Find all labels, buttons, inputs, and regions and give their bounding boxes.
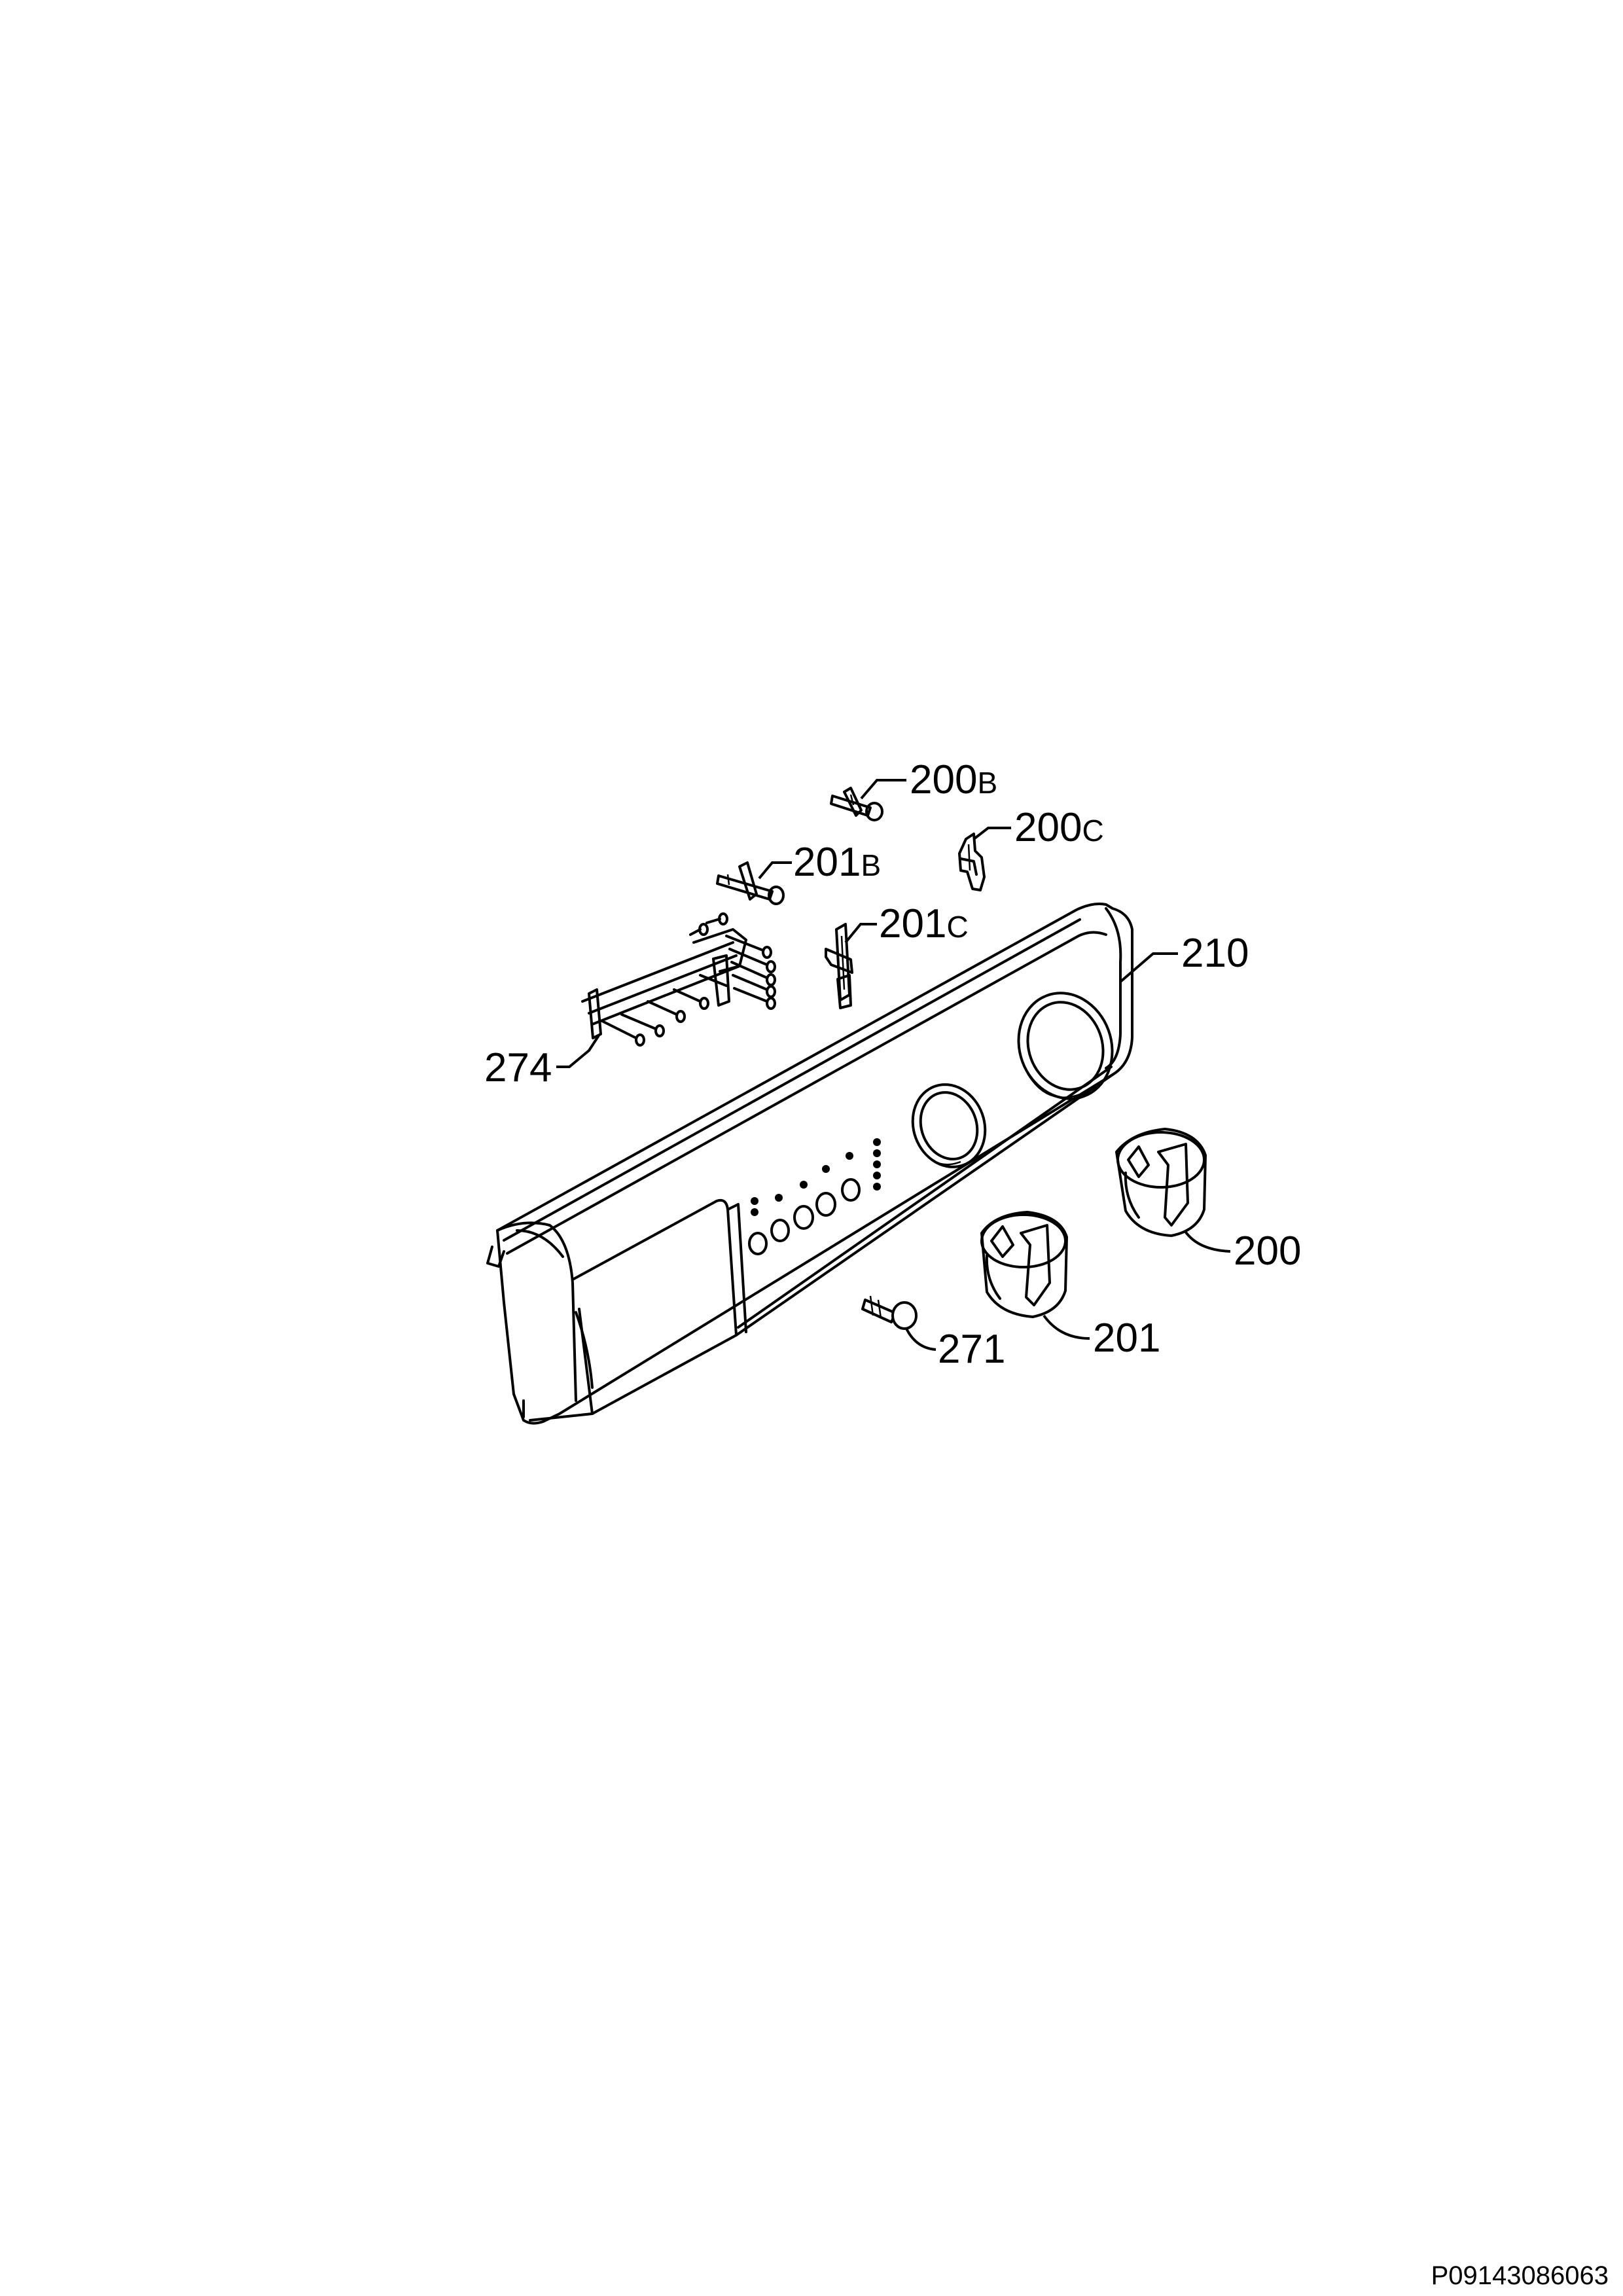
light-pipe-part-274 (581, 912, 776, 1047)
callout-200: 200 (1234, 1229, 1301, 1274)
leader-274 (556, 1034, 600, 1068)
callout-201c: 201C (879, 901, 969, 946)
push-rod-part-201b (716, 861, 785, 905)
leader-201c (844, 923, 877, 944)
callout-271: 271 (938, 1327, 1005, 1372)
leader-200b (860, 779, 906, 800)
selector-knob-part-200 (1115, 1128, 1207, 1237)
leader-201b (758, 861, 792, 880)
document-number: P09143086063 (1431, 2261, 1609, 2290)
callout-200c: 200C (1014, 805, 1104, 850)
control-panel-part-210 (486, 903, 1133, 1425)
selector-knob-part-201 (980, 1211, 1068, 1318)
leader-210 (1119, 952, 1178, 983)
lever-part-200c (958, 833, 986, 891)
leader-201 (1043, 1314, 1090, 1340)
callout-200b: 200B (910, 757, 997, 802)
lever-part-201c (825, 923, 853, 1009)
leader-lines (556, 779, 1231, 1351)
callout-201: 201 (1093, 1316, 1160, 1361)
callout-201b: 201B (793, 840, 881, 885)
leader-200c (972, 827, 1011, 840)
push-rod-part-200b (830, 787, 883, 821)
callout-labels: 200B 200C 201B 201C 210 274 200 201 271 (484, 757, 1301, 1372)
callout-210: 210 (1181, 931, 1249, 976)
leader-200 (1183, 1229, 1231, 1253)
push-button-part-271 (861, 1295, 918, 1330)
callout-274: 274 (484, 1045, 552, 1090)
leader-271 (905, 1328, 936, 1351)
